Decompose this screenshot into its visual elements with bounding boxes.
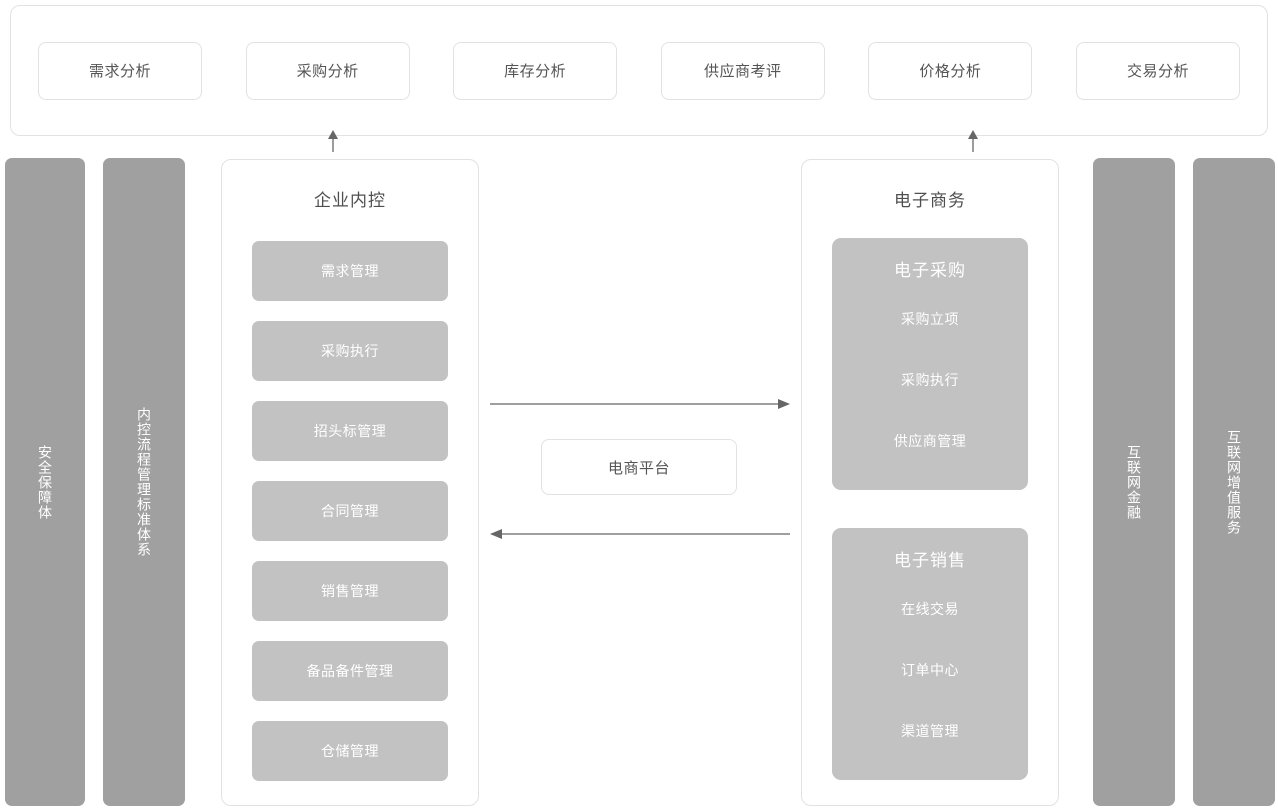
group-item-online-trading[interactable]: 在线交易 — [901, 601, 959, 618]
panel-internal-control: 企业内控 需求管理 采购执行 招头标管理 合同管理 销售管理 备品备件管理 仓储… — [221, 159, 479, 806]
arrow-up-ecommerce-to-analytics — [966, 130, 980, 152]
pillar-label: 内控流程管理标准体系 — [136, 407, 152, 557]
analytics-chip-procurement[interactable]: 采购分析 — [245, 41, 410, 100]
analytics-chip-demand[interactable]: 需求分析 — [38, 41, 202, 100]
group-card-item-list: 在线交易 订单中心 渠道管理 — [832, 579, 1028, 761]
platform-label: 电商平台 — [607, 459, 670, 477]
panel-ecommerce: 电子商务 电子采购 采购立项 采购执行 供应商管理 电子销售 在线交易 订单中心… — [801, 159, 1059, 806]
item-procurement-execution[interactable]: 采购执行 — [252, 321, 448, 381]
analytics-chip-label: 价格分析 — [919, 63, 982, 80]
analytics-chip-label: 需求分析 — [88, 63, 151, 80]
group-item-channel-management[interactable]: 渠道管理 — [901, 722, 959, 739]
arrow-right-internal-control-to-ecommerce — [490, 398, 790, 410]
pillar-internal-control-process-standard[interactable]: 内控流程管理标准体系 — [103, 158, 185, 806]
arrow-up-internal-control-to-analytics — [326, 130, 340, 152]
group-card-item-list: 采购立项 采购执行 供应商管理 — [832, 289, 1028, 471]
item-label: 合同管理 — [321, 503, 379, 519]
item-label: 招头标管理 — [313, 423, 387, 439]
arrow-left-ecommerce-to-internal-control — [490, 528, 790, 540]
item-label: 需求管理 — [321, 263, 379, 279]
pillar-internet-value-added-services[interactable]: 互联网增值服务 — [1193, 158, 1275, 806]
analytics-chip-inventory[interactable]: 库存分析 — [453, 41, 618, 100]
group-card-electronic-procurement[interactable]: 电子采购 采购立项 采购执行 供应商管理 — [832, 238, 1028, 490]
group-item-order-center[interactable]: 订单中心 — [901, 661, 959, 678]
analytics-chip-row: 需求分析 采购分析 库存分析 供应商考评 价格分析 交易分析 — [11, 6, 1267, 135]
analytics-chip-label: 库存分析 — [504, 63, 567, 80]
item-label: 仓储管理 — [321, 743, 379, 759]
item-label: 销售管理 — [321, 583, 379, 599]
analytics-chip-label: 交易分析 — [1126, 63, 1189, 80]
group-card-electronic-sales[interactable]: 电子销售 在线交易 订单中心 渠道管理 — [832, 528, 1028, 780]
pillar-label: 互联网增值服务 — [1226, 429, 1242, 535]
item-warehouse-management[interactable]: 仓储管理 — [252, 721, 448, 781]
group-item-procurement-execution[interactable]: 采购执行 — [901, 371, 959, 388]
pillar-label: 安全保障体 — [37, 444, 53, 520]
item-sales-management[interactable]: 销售管理 — [252, 561, 448, 621]
item-demand-management[interactable]: 需求管理 — [252, 241, 448, 301]
pillar-internet-finance[interactable]: 互联网金融 — [1093, 158, 1175, 806]
pillar-security-guarantee[interactable]: 安全保障体 — [5, 158, 85, 806]
analytics-chip-label: 采购分析 — [296, 63, 359, 80]
item-spare-parts-management[interactable]: 备品备件管理 — [252, 641, 448, 701]
group-item-supplier-management[interactable]: 供应商管理 — [893, 432, 967, 449]
group-card-title: 电子销售 — [894, 551, 966, 570]
panel-title-internal-control: 企业内控 — [314, 191, 386, 210]
analytics-panel: 需求分析 采购分析 库存分析 供应商考评 价格分析 交易分析 — [10, 5, 1268, 136]
platform-box-ecommerce-platform[interactable]: 电商平台 — [541, 439, 737, 495]
item-contract-management[interactable]: 合同管理 — [252, 481, 448, 541]
group-item-procurement-initiation[interactable]: 采购立项 — [901, 311, 959, 328]
group-card-title: 电子采购 — [894, 261, 966, 280]
analytics-chip-label: 供应商考评 — [704, 63, 782, 80]
item-label: 备品备件管理 — [306, 663, 394, 679]
analytics-chip-price[interactable]: 价格分析 — [868, 41, 1033, 100]
panel-title-ecommerce: 电子商务 — [894, 191, 966, 210]
pillar-label: 互联网金融 — [1126, 444, 1142, 520]
item-label: 采购执行 — [321, 343, 379, 359]
analytics-chip-supplier-evaluation[interactable]: 供应商考评 — [660, 41, 825, 100]
analytics-chip-transaction[interactable]: 交易分析 — [1075, 41, 1240, 100]
item-bidding-management[interactable]: 招头标管理 — [252, 401, 448, 461]
